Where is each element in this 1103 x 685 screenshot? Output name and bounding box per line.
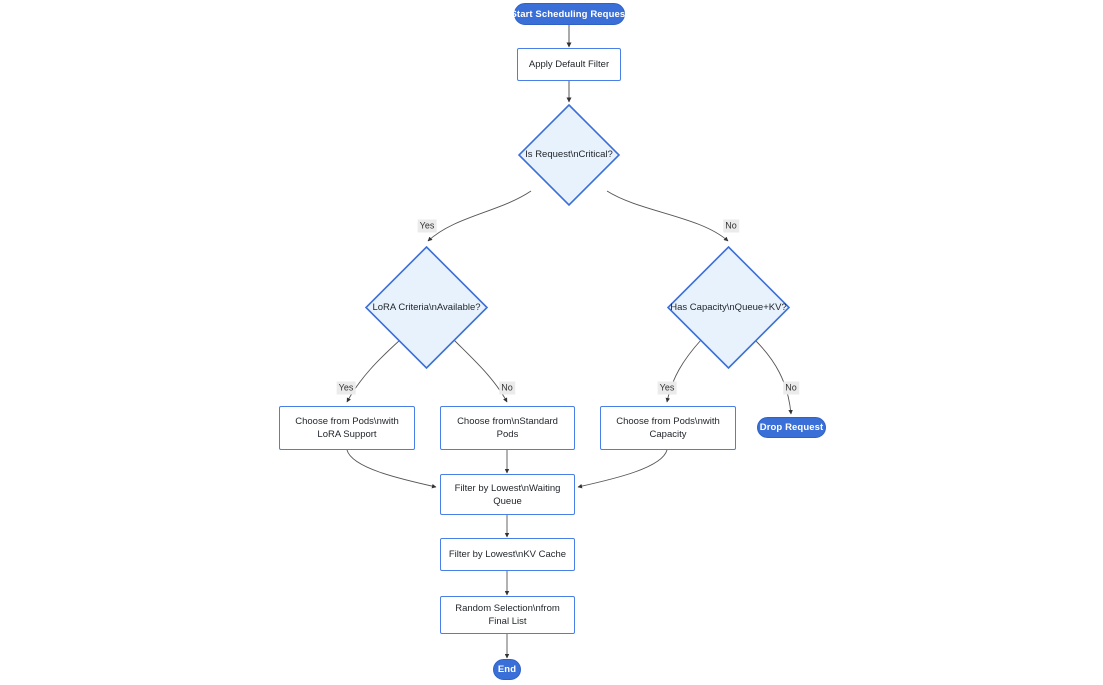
node-choose-pods-lora-support[interactable]: Choose from Pods\nwith LoRA Support — [279, 406, 415, 450]
node-choose-pods-capacity-label-line1: Choose from Pods\nwith — [616, 416, 720, 427]
edge-label-lora-yes: Yes — [336, 381, 356, 395]
edge-capacity-yes-to-choose-capacity — [665, 339, 702, 403]
node-choose-standard-pods[interactable]: Choose from\nStandard Pods — [440, 406, 575, 450]
node-filter-lowest-kv-cache[interactable]: Filter by Lowest\nKV Cache — [440, 538, 575, 571]
diamond-shape-is-request-critical — [518, 104, 620, 206]
node-is-request-critical[interactable]: Is Request\nCritical? — [518, 104, 620, 206]
node-apply-default-filter-label: Apply Default Filter — [528, 59, 610, 70]
edge-label-capacity-yes: Yes — [657, 381, 677, 395]
diamond-shape-has-capacity-queue-kv — [667, 246, 790, 369]
node-random-selection-final-list-label-line2: Final List — [488, 616, 527, 627]
edge-capacity-no-to-drop-request — [754, 339, 793, 415]
node-has-capacity-queue-kv-label: Has Capacity\nQueue+KV? — [670, 301, 787, 313]
edge-is-critical-yes-to-lora — [427, 190, 532, 242]
node-end[interactable]: End — [493, 659, 521, 680]
edge-choose-lora-to-filter-queue — [346, 449, 437, 489]
edge-lora-no-to-choose-standard — [453, 339, 508, 403]
node-filter-lowest-kv-cache-label: Filter by Lowest\nKV Cache — [448, 549, 567, 560]
node-random-selection-final-list-label-line1: Random Selection\nfrom — [455, 603, 560, 614]
node-filter-lowest-waiting-queue-label-line2: Queue — [493, 495, 522, 507]
edge-label-capacity-yes-text: Yes — [659, 382, 675, 393]
node-filter-lowest-waiting-queue[interactable]: Filter by Lowest\nWaiting Queue — [440, 474, 575, 515]
node-choose-standard-pods-label-line2: Pods — [496, 429, 519, 440]
node-random-selection-final-list[interactable]: Random Selection\nfrom Final List — [440, 596, 575, 634]
node-drop-request-label: Drop Request — [759, 422, 824, 433]
node-filter-lowest-waiting-queue-label-line1: Filter by Lowest\nWaiting — [454, 482, 561, 494]
edge-label-critical-yes-text: Yes — [419, 220, 435, 231]
diamond-shape-lora-criteria-available — [365, 246, 488, 369]
node-start[interactable]: Start Scheduling Request — [511, 3, 628, 25]
node-has-capacity-queue-kv[interactable]: Has Capacity\nQueue+KV? — [667, 246, 790, 369]
node-drop-request[interactable]: Drop Request — [757, 417, 826, 438]
node-choose-pods-lora-support-label-line2: LoRA Support — [317, 429, 377, 440]
node-end-label: End — [497, 664, 517, 675]
node-choose-pods-lora-support-label-line1: Choose from Pods\nwith — [295, 416, 399, 427]
node-start-label: Start Scheduling Request — [510, 8, 629, 20]
edge-label-lora-no: No — [499, 381, 515, 395]
edge-is-critical-no-to-capacity — [606, 190, 729, 242]
node-choose-pods-capacity-label-line2: Capacity — [649, 429, 687, 440]
edge-label-critical-no-text: No — [725, 220, 737, 231]
node-lora-criteria-available-label: LoRA Criteria\nAvailable? — [372, 301, 481, 313]
edge-choose-capacity-to-filter-queue — [577, 449, 668, 489]
edge-label-lora-no-text: No — [501, 382, 513, 393]
edge-lora-yes-to-choose-lora — [346, 339, 401, 403]
edge-label-capacity-no: No — [783, 381, 799, 395]
node-apply-default-filter[interactable]: Apply Default Filter — [517, 48, 621, 81]
edge-label-critical-yes: Yes — [417, 219, 437, 233]
node-choose-standard-pods-label-line1: Choose from\nStandard — [457, 416, 558, 427]
edge-label-critical-no: No — [723, 219, 739, 233]
node-lora-criteria-available[interactable]: LoRA Criteria\nAvailable? — [365, 246, 488, 369]
node-choose-pods-capacity[interactable]: Choose from Pods\nwith Capacity — [600, 406, 736, 450]
node-is-request-critical-label: Is Request\nCritical? — [525, 149, 613, 160]
edge-label-lora-yes-text: Yes — [338, 382, 354, 393]
edge-label-capacity-no-text: No — [785, 382, 797, 393]
